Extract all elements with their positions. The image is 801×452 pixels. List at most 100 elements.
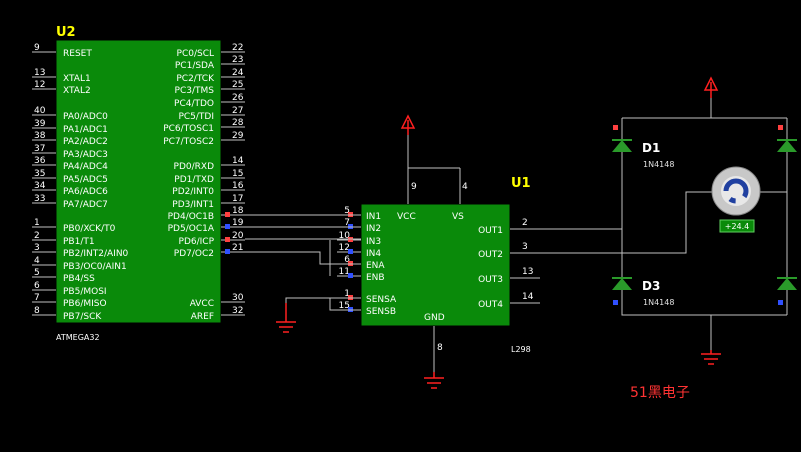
u2-part: ATMEGA32 [56,333,100,342]
u2-pin-label: PA7/ADC7 [63,200,108,210]
u2-pin-num: 20 [232,231,244,241]
u2-pin-label: AREF [191,312,214,322]
u2-pin-num: 23 [232,55,243,65]
logic-state-marker [225,224,230,229]
u2-pin-num: 36 [34,156,46,166]
u1-pin-num: 6 [344,255,350,265]
u1-pin-num: 5 [344,206,350,216]
logic-state-marker [348,249,353,254]
u2-pin-num: 30 [232,293,244,303]
u2-pin-label: PC6/TOSC1 [163,124,214,134]
u2-pin-num: 5 [34,268,40,278]
u1-chip[interactable]: U1 L298 5IN17IN210IN312IN46ENA11ENB1SENS… [337,168,540,372]
u1-pin-8-num: 8 [437,343,443,353]
u1-pin-num: 2 [522,218,528,228]
logic-state-marker [225,237,230,242]
logic-state-marker [348,273,353,278]
diode-d1-ref: D1 [642,141,660,155]
diode-d4[interactable] [777,277,797,305]
u2-pin-num: 16 [232,181,244,191]
diode-d3[interactable]: D3 1N4148 [612,277,674,307]
u2-pin-num: 21 [232,243,243,253]
u1-pin-num: 10 [339,231,351,241]
u2-pin-label: PB4/SS [63,274,95,284]
u2-pin-label: PD0/RXD [174,162,215,172]
u2-pin-label: PA6/ADC6 [63,187,108,197]
u1-pin-num: 14 [522,292,534,302]
u1-pin-label: SENSB [366,307,396,317]
ground-symbol-u1 [424,372,444,389]
u2-pin-num: 25 [232,80,243,90]
dc-motor[interactable]: +24.4 [711,166,761,233]
u2-pin-num: 33 [34,194,45,204]
u1-pin-num: 7 [344,218,350,228]
u2-pin-label: PD2/INT0 [172,187,214,197]
u1-part: L298 [511,345,531,354]
u2-pin-num: 13 [34,68,45,78]
u2-pin-num: 14 [232,156,244,166]
u2-pin-num: 7 [34,293,40,303]
u1-pin-label: IN1 [366,212,381,222]
u2-pin-label: PA0/ADC0 [63,112,108,122]
u2-pin-num: 32 [232,306,243,316]
u2-pin-label: XTAL1 [63,74,91,84]
u1-pin-label: IN4 [366,249,381,259]
u2-ref: U2 [56,25,76,40]
diode-d1-part: 1N4148 [643,160,674,169]
power-symbol-bridge [703,76,719,98]
u2-pin-num: 1 [34,218,40,228]
logic-state-marker [225,249,230,254]
watermark-text: 51黑电子 [630,385,690,401]
u1-pin-num: 13 [522,267,533,277]
u2-pin-label: PD3/INT1 [172,200,214,210]
u2-pin-num: 3 [34,243,40,253]
u1-pin-label: IN2 [366,224,381,234]
u2-pin-num: 37 [34,144,45,154]
u2-pin-label: PC0/SCL [177,49,214,59]
u2-pin-label: PC4/TDO [174,99,214,109]
u1-pin-vs: VS [452,212,464,222]
u2-pin-num: 15 [232,169,243,179]
u2-pin-label: PD7/OC2 [174,249,214,259]
u2-pin-label: PA5/ADC5 [63,175,108,185]
u2-pin-label: PB5/MOSI [63,287,107,297]
diode-d2[interactable] [777,125,797,152]
u2-pin-num: 40 [34,106,46,116]
u2-pin-label: PD4/OC1B [168,212,214,222]
u1-pin-4-num: 4 [462,182,468,192]
u2-pin-num: 38 [34,131,46,141]
u2-pin-num: 34 [34,181,46,191]
u1-pin-label: SENSA [366,295,397,305]
u2-pin-label: PC1/SDA [175,61,215,71]
u1-pin-num: 11 [339,267,350,277]
u2-pin-label: PB3/OC0/AIN1 [63,262,127,272]
u2-pin-num: 9 [34,43,40,53]
u2-pin-num: 35 [34,169,45,179]
u1-ref: U1 [511,176,531,191]
u2-pin-num: 28 [232,118,244,128]
u2-pin-label: PA3/ADC3 [63,150,108,160]
u1-pin-num: 1 [344,289,350,299]
u2-pin-num: 27 [232,106,243,116]
u2-pin-label: PA1/ADC1 [63,125,108,135]
motor-readout: +24.4 [725,222,750,231]
u2-pin-num: 29 [232,131,244,141]
u2-pin-label: PB7/SCK [63,312,102,322]
u1-pin-vcc: VCC [397,212,416,222]
u1-pin-label: OUT2 [478,250,503,260]
u2-pin-num: 22 [232,43,243,53]
ground-symbol-bridge [701,350,721,365]
diode-d1[interactable]: D1 1N4148 [612,125,674,169]
u2-pin-num: 26 [232,93,244,103]
u2-pin-label: PD6/ICP [179,237,215,247]
u2-pin-label: PD1/TXD [174,175,214,185]
u1-pin-num: 3 [522,242,528,252]
u2-chip[interactable]: U2 ATMEGA32 9RESET13XTAL112XTAL240PA0/AD… [32,25,245,342]
u2-pin-label: PD5/OC1A [168,224,215,234]
u2-pin-num: 19 [232,218,244,228]
u1-pin-9-num: 9 [411,182,417,192]
u1-pin-num: 15 [339,301,350,311]
u2-pin-label: PC7/TOSC2 [163,137,214,147]
u2-pin-num: 4 [34,256,40,266]
